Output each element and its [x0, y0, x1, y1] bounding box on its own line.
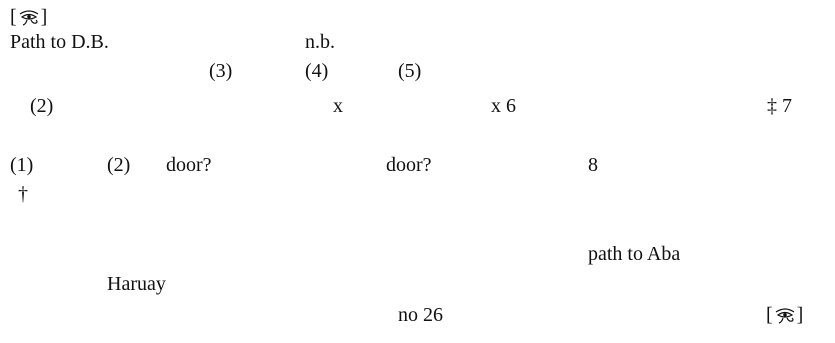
eye-of-horus-icon	[774, 305, 796, 325]
bracket-open: [	[10, 6, 17, 28]
bracket-close: ]	[796, 304, 804, 326]
mark-double-dagger-7: ‡ 7	[767, 95, 792, 117]
label-2-mid: (2)	[107, 154, 131, 176]
label-1: (1)	[10, 154, 34, 176]
bracket-open: [	[766, 304, 773, 326]
label-2-top: (2)	[30, 95, 54, 117]
label-4: (4)	[305, 60, 329, 82]
hieroglyph-bracket-top: [ ]	[10, 5, 47, 29]
note-path-to-aba: path to Aba	[588, 243, 681, 265]
hieroglyph-bracket-bottom: [ ]	[766, 303, 803, 327]
note-nb: n.b.	[305, 31, 335, 53]
label-3: (3)	[209, 60, 233, 82]
mark-x: x	[333, 95, 343, 117]
eye-of-horus-icon	[18, 7, 40, 27]
bracket-close: ]	[40, 6, 48, 28]
note-path-to-db: Path to D.B.	[10, 31, 109, 53]
mark-dagger: †	[18, 183, 28, 205]
note-no-26: no 26	[398, 304, 443, 326]
note-door-1: door?	[166, 154, 212, 176]
mark-x-6: x 6	[491, 95, 516, 117]
note-door-2: door?	[386, 154, 432, 176]
label-8: 8	[588, 154, 598, 176]
label-5: (5)	[398, 60, 422, 82]
name-haruay: Haruay	[107, 273, 166, 295]
